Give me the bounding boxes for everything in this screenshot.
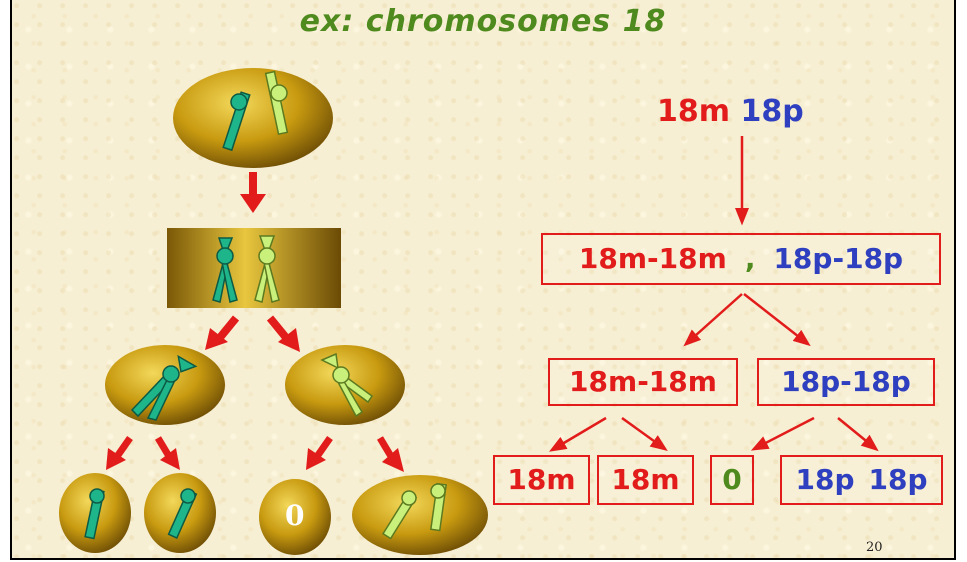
tree-arrow [750, 416, 815, 451]
arrow-down-left-icon [205, 315, 240, 350]
parent-cell [173, 68, 333, 168]
light-duplicated-chromosome-icon [320, 352, 374, 418]
teal-duplicated-chromosome-icon [212, 237, 238, 303]
light-duplicated-chromosome-icon [254, 235, 280, 303]
tree-arrow [837, 417, 879, 452]
level2-box-maternal: 18m-18m [548, 358, 738, 406]
root-maternal: 18m [657, 94, 731, 129]
level3-box-4: 18p 18p [780, 455, 943, 505]
tree-arrow [743, 293, 811, 347]
level3-box-2: 18m [597, 455, 694, 505]
teal-chromosome-icon [84, 488, 105, 540]
level1-box: 18m-18m , 18p-18p [541, 233, 941, 285]
arrow-down-right-icon [266, 315, 300, 352]
light-chromosome-icon [429, 482, 447, 532]
level1-paternal: 18p-18p [773, 242, 904, 275]
slide-title: ex: chromosomes 18 [299, 4, 667, 39]
tree-arrow [683, 293, 743, 347]
level1-separator: , [744, 242, 756, 275]
light-chromosome-icon [382, 490, 418, 540]
level2-box-paternal: 18p-18p [757, 358, 935, 406]
page-number: 20 [866, 540, 883, 555]
light-chromosome-icon [264, 70, 289, 136]
level3-box-3: 0 [710, 455, 754, 505]
arrow-down-left-icon [106, 435, 133, 470]
teal-duplicated-chromosome-icon [130, 354, 198, 421]
root-paternal: 18p [740, 94, 804, 129]
teal-chromosome-icon [222, 91, 251, 152]
level3-box-4-first: 18p [795, 463, 855, 496]
level3-box-1: 18m [493, 455, 590, 505]
teal-chromosome-icon [167, 488, 198, 539]
tree-arrow [621, 416, 668, 452]
empty-gamete-label: 0 [285, 499, 305, 532]
tree-arrow [548, 416, 607, 452]
arrow-down-icon [240, 172, 266, 213]
metaphase-cell [167, 228, 341, 308]
arrow-down-left-icon [306, 435, 333, 470]
level1-maternal: 18m-18m [578, 242, 727, 275]
root-label: 18m 18p [657, 94, 804, 129]
gamete-cell-4 [352, 475, 488, 555]
arrow-down-right-icon [376, 436, 404, 472]
arrow-down-right-icon [154, 436, 180, 470]
gamete-cell-3-empty [259, 479, 331, 555]
level3-box-4-second: 18p [868, 463, 928, 496]
